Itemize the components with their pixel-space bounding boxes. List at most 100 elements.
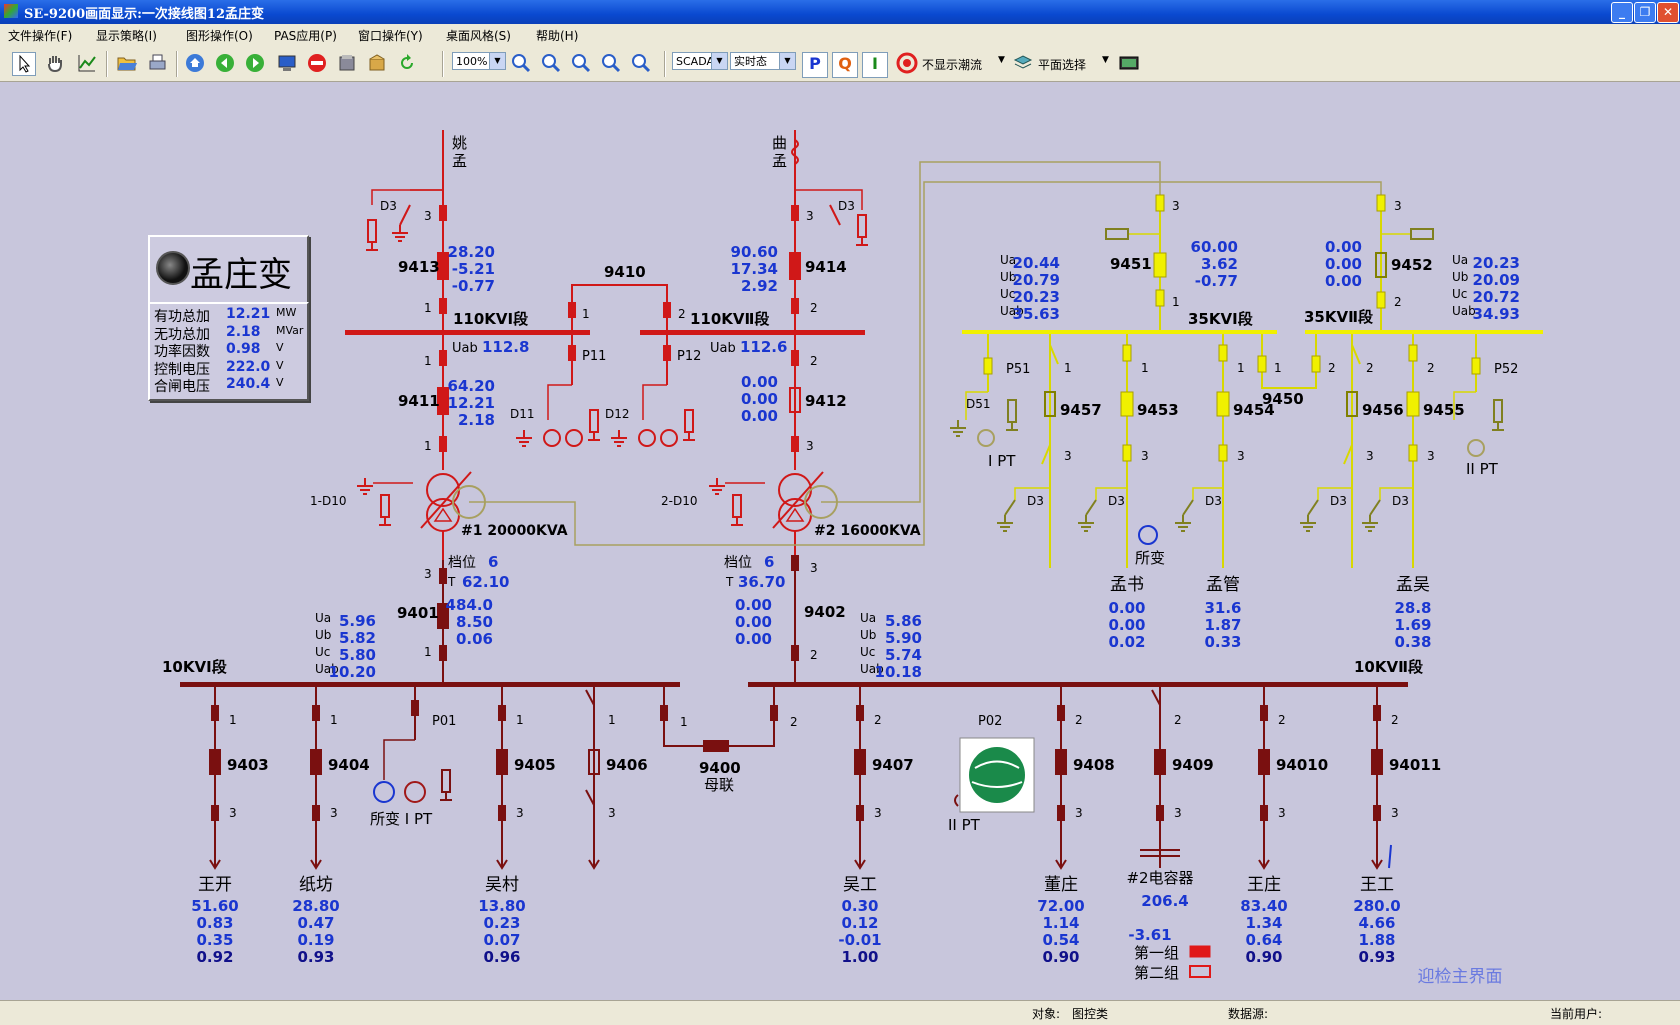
chevron-down-icon[interactable]: ▼	[1102, 55, 1109, 65]
database-icon[interactable]	[336, 52, 358, 74]
switch[interactable]	[1373, 705, 1381, 721]
switch[interactable]	[1218, 344, 1228, 362]
switch[interactable]	[1471, 357, 1481, 375]
switch[interactable]	[439, 645, 447, 661]
switch[interactable]	[791, 350, 799, 366]
switch[interactable]	[1376, 194, 1386, 212]
switch[interactable]	[856, 805, 864, 821]
switch[interactable]	[312, 705, 320, 721]
hand-icon[interactable]	[44, 52, 66, 74]
breaker-9404[interactable]	[310, 749, 322, 775]
menu-file[interactable]: 文件操作(F)	[8, 29, 73, 43]
flow-label[interactable]: 不显示潮流	[922, 58, 983, 72]
switch[interactable]	[791, 205, 799, 221]
p-button[interactable]: P	[802, 52, 828, 78]
plane-label[interactable]: 平面选择	[1038, 58, 1087, 72]
switch[interactable]	[568, 302, 576, 318]
minimize-button[interactable]: _	[1611, 2, 1633, 23]
switch[interactable]	[439, 436, 447, 452]
stop-icon[interactable]	[306, 52, 328, 74]
breaker-9405[interactable]	[496, 749, 508, 775]
switch[interactable]	[856, 705, 864, 721]
breaker-9411[interactable]	[437, 387, 449, 415]
switch[interactable]	[1373, 805, 1381, 821]
switch[interactable]	[439, 568, 447, 584]
switch[interactable]	[791, 555, 799, 571]
cap-group1-indicator[interactable]	[1189, 945, 1211, 958]
breaker-9403[interactable]	[209, 749, 221, 775]
breaker-9407[interactable]	[854, 749, 866, 775]
state-select[interactable]: 实时态▼	[730, 52, 796, 70]
switch[interactable]	[770, 705, 778, 721]
zoom-out-icon[interactable]	[540, 52, 562, 74]
package-icon[interactable]	[366, 52, 388, 74]
switch[interactable]	[211, 705, 219, 721]
switch[interactable]	[1311, 355, 1321, 373]
breaker-9454[interactable]	[1216, 391, 1230, 417]
switch[interactable]	[1057, 805, 1065, 821]
breaker-9456[interactable]	[1346, 391, 1358, 417]
pointer-icon[interactable]	[12, 52, 36, 76]
switch[interactable]	[791, 645, 799, 661]
breaker-94011[interactable]	[1371, 749, 1383, 775]
q-button[interactable]: Q	[832, 52, 858, 78]
breaker-9457[interactable]	[1044, 391, 1056, 417]
switch[interactable]	[1260, 805, 1268, 821]
switch[interactable]	[312, 805, 320, 821]
breaker-9412[interactable]	[789, 387, 801, 413]
switch[interactable]	[660, 705, 668, 721]
switch[interactable]	[498, 705, 506, 721]
switch[interactable]	[1260, 705, 1268, 721]
switch[interactable]	[1156, 805, 1164, 821]
switch[interactable]	[1408, 344, 1418, 362]
cap-group2-indicator[interactable]	[1189, 965, 1211, 978]
print-icon[interactable]	[146, 52, 168, 74]
home-icon[interactable]	[184, 52, 206, 74]
breaker-9409[interactable]	[1154, 749, 1166, 775]
switch[interactable]	[791, 436, 799, 452]
switch[interactable]	[568, 345, 576, 361]
flow-icon[interactable]	[896, 52, 918, 74]
switch[interactable]	[1122, 444, 1132, 462]
layers-icon[interactable]	[1012, 52, 1034, 74]
monitor-icon[interactable]	[276, 52, 298, 74]
switch[interactable]	[498, 805, 506, 821]
menu-help[interactable]: 帮助(H)	[536, 29, 579, 43]
breaker-9452[interactable]	[1375, 252, 1387, 278]
switch[interactable]	[439, 205, 447, 221]
switch[interactable]	[791, 298, 799, 314]
breaker-94010[interactable]	[1258, 749, 1270, 775]
zoom-fit-icon[interactable]	[570, 52, 592, 74]
menu-pas[interactable]: PAS应用(P)	[274, 29, 337, 43]
breaker-9401[interactable]	[437, 603, 449, 629]
breaker-9453[interactable]	[1120, 391, 1134, 417]
breaker-9400[interactable]	[703, 740, 729, 752]
switch[interactable]	[411, 700, 419, 716]
mode-select[interactable]: SCADA▼	[672, 52, 728, 70]
forward-icon[interactable]	[244, 52, 266, 74]
switch[interactable]	[1257, 355, 1267, 373]
switch[interactable]	[663, 345, 671, 361]
switch[interactable]	[1057, 705, 1065, 721]
zoom-in-icon[interactable]	[510, 52, 532, 74]
menu-desktop[interactable]: 桌面风格(S)	[446, 29, 511, 43]
trend-icon[interactable]	[76, 52, 98, 74]
breaker-9451[interactable]	[1153, 252, 1167, 278]
switch[interactable]	[1376, 291, 1386, 309]
switch[interactable]	[1218, 444, 1228, 462]
i-button[interactable]: I	[862, 52, 888, 78]
chevron-down-icon[interactable]: ▼	[998, 55, 1005, 65]
refresh-icon[interactable]	[396, 52, 418, 74]
switch[interactable]	[1155, 289, 1165, 307]
menu-window[interactable]: 窗口操作(Y)	[358, 29, 423, 43]
screen-icon[interactable]	[1118, 52, 1140, 74]
zoom-all-icon[interactable]	[630, 52, 652, 74]
switch[interactable]	[1155, 194, 1165, 212]
station-status-lamp[interactable]	[156, 251, 190, 285]
breaker-9408[interactable]	[1055, 749, 1067, 775]
close-button[interactable]: ✕	[1657, 2, 1679, 23]
switch[interactable]	[983, 357, 993, 375]
breaker-9413[interactable]	[437, 252, 449, 280]
switch[interactable]	[1408, 444, 1418, 462]
open-folder-icon[interactable]	[116, 52, 138, 74]
